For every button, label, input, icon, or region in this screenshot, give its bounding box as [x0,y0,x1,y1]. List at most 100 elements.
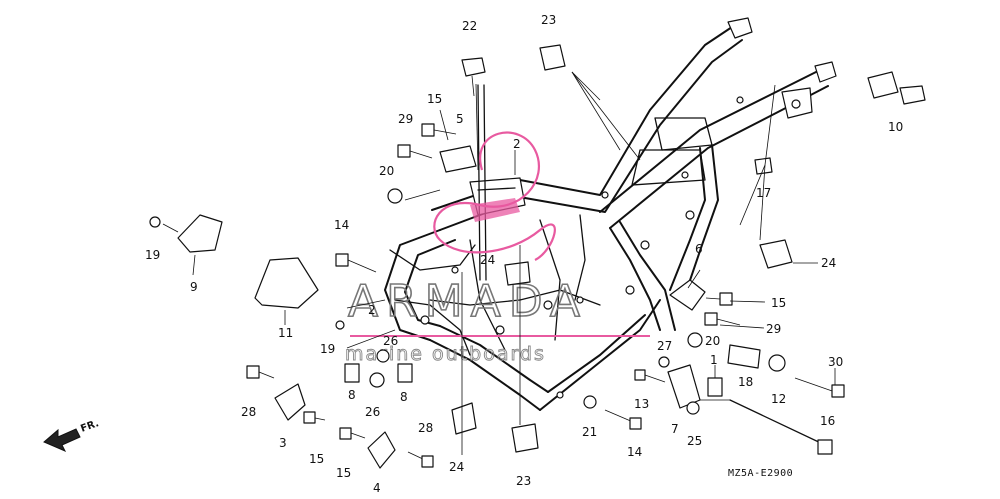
part-14-bolt-b [629,417,642,430]
part-label-13: 13 [634,397,649,411]
part-label-12: 12 [771,392,786,406]
part-label-23-bottom: 23 [516,474,531,488]
part-24-clamp-c [451,402,477,435]
front-label: FR. [79,418,100,435]
part-label-26-a: 26 [383,334,398,348]
part-label-22: 22 [462,19,477,33]
part-label-5: 5 [456,112,464,126]
part-label-30: 30 [828,355,843,369]
part-label-23-top: 23 [541,13,556,27]
part-17 [754,157,773,175]
part-label-19-a: 19 [145,248,160,262]
part-label-10: 10 [888,120,903,134]
part-9-cover [177,214,223,253]
drawing-code: MZ5A-E2900 [728,468,793,479]
part-26-nut-b [369,372,385,388]
part-label-26-b: 26 [365,405,380,419]
part-30-bolt [831,384,845,398]
part-label-9: 9 [190,280,198,294]
part-label-4: 4 [373,481,381,495]
part-label-7: 7 [671,422,679,436]
leader-lines [162,71,836,455]
part-label-17: 17 [756,186,771,200]
part-label-14-a: 14 [334,218,349,232]
part-label-8-b: 8 [400,390,408,404]
part-15-bolt-b [719,292,733,306]
watermark-loop-graphic [433,131,556,261]
part-29-bolt-b [704,312,718,326]
part-label-3: 3 [279,436,287,450]
part-6-bracket [669,279,706,311]
part-27 [658,356,670,368]
front-direction-indicator: FR. [43,418,100,452]
part-23-bottom-clip [511,423,539,453]
part-4-bracket [367,431,396,469]
watermark-tagline: marine outboards [345,343,546,365]
part-20-nut-a [387,188,403,204]
part-26-nut-a [376,349,390,363]
part-label-19-b: 19 [320,342,335,356]
part-15-bolt-c [303,411,316,424]
part-25-nut [686,401,700,415]
part-label-16: 16 [820,414,835,428]
part-3-bracket [274,383,306,421]
part-label-18: 18 [738,375,753,389]
part-label-14-b: 14 [627,445,642,459]
part-label-15-d: 15 [336,466,351,480]
part-label-2-a: 2 [513,137,521,151]
part-label-20-b: 20 [705,334,720,348]
part-19-b [335,320,345,330]
part-label-28-a: 28 [241,405,256,419]
part-label-15-b: 15 [771,296,786,310]
part-24-clamp-b [759,239,793,269]
frame-mount-holes [420,96,744,399]
part-7-plate [667,364,701,409]
part-label-24-a: 24 [480,253,495,267]
part-label-24-b: 24 [821,256,836,270]
part-29-bolt-a [397,144,411,158]
part-5-bracket [439,145,477,173]
watermark-brand: ARMADA [348,276,588,327]
part-label-2-b: 2 [368,303,376,317]
main-frame-body [384,17,837,411]
part-label-25: 25 [687,434,702,448]
part-24-clamp-a [504,261,531,286]
part-13-bolt [634,369,646,381]
part-28-bolt-b [421,455,434,468]
part-label-11: 11 [278,326,293,340]
part-8-bushing-a [344,363,360,383]
part-label-15-a: 15 [427,92,442,106]
watermark: ARMADA marine outboards [345,275,650,365]
part-label-15-c: 15 [309,452,324,466]
part-label-8-a: 8 [348,388,356,402]
part-15-bolt-d [339,427,352,440]
part-label-29-b: 29 [766,322,781,336]
part-23-top-clip [539,44,566,71]
part-label-20-a: 20 [379,164,394,178]
part-number-labels: 22 23 15 29 5 2 20 10 17 19 9 14 24 24 6… [145,13,903,495]
part-1-spacer [707,377,723,397]
part-20-nut-b [687,332,703,348]
front-arrow-icon [43,428,81,452]
part-8-bushing-b [397,363,413,383]
part-label-28-b: 28 [418,421,433,435]
part-16-bolt [817,439,833,455]
part-18-bushing [727,344,761,369]
part-28-bolt-a [246,365,260,379]
part-22-clamp [461,57,486,77]
part-label-24-c: 24 [449,460,464,474]
part-14-bolt-a [335,253,349,267]
part-15-bolt-a [421,123,435,137]
part-label-6: 6 [695,242,703,256]
part-label-27: 27 [657,339,672,353]
part-label-21: 21 [582,425,597,439]
part-11-cover [254,257,319,309]
part-21-washer [583,395,597,409]
part-label-1: 1 [710,353,718,367]
loose-parts [149,44,926,469]
part-19-a [149,216,161,228]
part-label-29-a: 29 [398,112,413,126]
part-10-cap [867,71,899,99]
part-12-collar [768,354,786,372]
